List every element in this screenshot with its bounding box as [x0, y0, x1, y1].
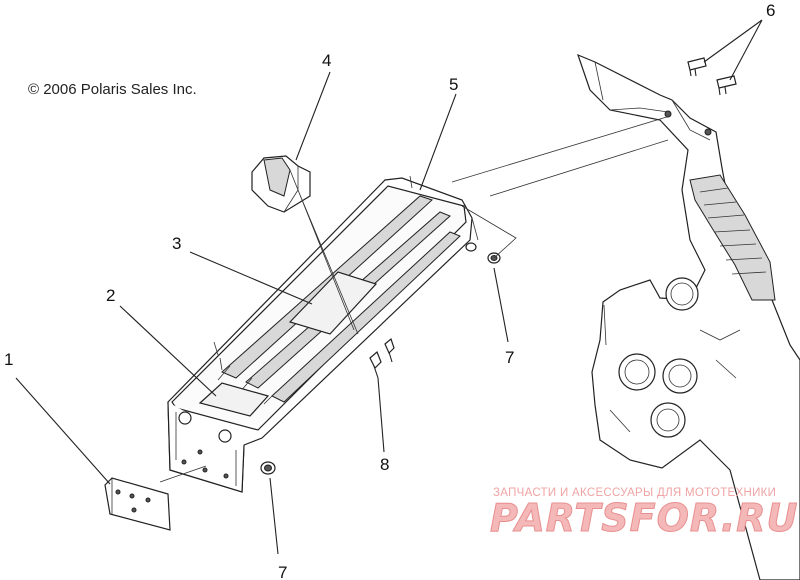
frame-hole-icon: [618, 353, 656, 391]
decal-part-3: [288, 271, 378, 335]
leader-lines: [15, 19, 763, 555]
watermark-tagline: ЗАПЧАСТИ И АКСЕССУАРЫ ДЛЯ МОТОТЕХНИКИ: [493, 487, 776, 499]
skid-plate-part-5: [167, 175, 473, 493]
frame-hole-icon: [650, 402, 686, 438]
pin-part-8: [369, 337, 395, 379]
callout-5: 5: [449, 75, 458, 94]
callout-4: 4: [322, 51, 331, 70]
copyright-text: © 2006 Polaris Sales Inc.: [28, 81, 197, 98]
screw-part-6: [687, 57, 737, 96]
callout-7-bottom: 7: [278, 563, 287, 580]
callout-6: 6: [766, 1, 775, 20]
watermark-logo: PARTSFOR.RU: [490, 496, 798, 540]
callout-3: 3: [172, 234, 181, 253]
callout-2: 2: [106, 286, 115, 305]
decal-part-2: [198, 382, 270, 417]
chassis-panel: [577, 53, 800, 580]
callout-7-right: 7: [505, 348, 514, 367]
bracket-part-4: [251, 155, 311, 213]
callout-1: 1: [4, 350, 13, 369]
callout-8: 8: [380, 455, 389, 474]
frame-hole-icon: [662, 358, 698, 394]
front-plate-part-1: [104, 477, 171, 531]
